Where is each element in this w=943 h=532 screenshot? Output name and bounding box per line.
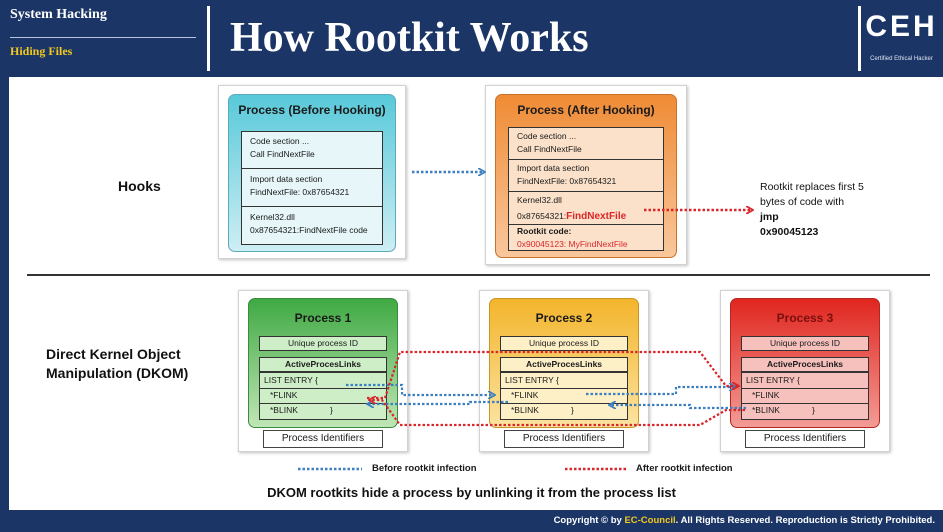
process-3-links: ActiveProcesLinks [741,357,869,372]
category-divider [10,37,196,38]
left-sidebar-stripe [0,77,9,510]
after-kernel-addr: 0x87654321: [517,211,567,221]
process-2-id: Unique process ID [500,336,628,351]
after-code-line-2: Call FindNextFile [517,144,582,154]
after-hooking-title: Process (After Hooking) [517,103,655,117]
before-hooking-box: Process (Before Hooking) Code section ..… [228,94,396,252]
legend-before-label: Before rootkit infection [372,463,477,474]
copyright-suffix: . All Rights Reserved. Reproduction is S… [675,515,935,526]
process-1-blink: *BLINK [270,405,298,415]
before-kernel-line-2: 0x87654321:FindNextFile code [250,225,368,235]
before-code-line-2: Call FindNextFile [250,149,315,159]
hook-note-line-4: 0x90045123 [760,226,819,238]
footer-bar: Copyright © by EC-Council. All Rights Re… [0,510,943,532]
process-2-box: Process 2 Unique process ID ActiveProces… [489,298,639,428]
process-1-entry: LIST ENTRY { [264,375,318,385]
process-1-flink: *FLINK [270,390,298,400]
before-sep-2 [242,206,382,207]
copyright-text: Copyright © by EC-Council. All Rights Re… [554,515,935,526]
ec-council-brand: EC-Council [624,515,676,526]
process-1-list-entry: LIST ENTRY { *FLINK *BLINK } [259,372,387,420]
process-2-list-entry: LIST ENTRY { *FLINK *BLINK } [500,372,628,420]
process-3-id: Unique process ID [741,336,869,351]
process-2-close: } [571,405,574,415]
dkom-label: Direct Kernel Object Manipulation (DKOM) [46,345,188,383]
process-3-box: Process 3 Unique process ID ActiveProces… [730,298,880,428]
process-3-identifiers: Process Identifiers [745,430,865,448]
hook-note-line-3: jmp [760,211,779,223]
red-bypass-flink [367,350,738,400]
after-code-line-1: Code section ... [517,131,577,141]
before-sections: Code section ... Call FindNextFile Impor… [241,131,383,245]
process-2-flink: *FLINK [511,390,539,400]
process-2-row-sep-2 [501,403,627,404]
before-code-line-1: Code section ... [250,136,310,146]
process-2-entry: LIST ENTRY { [505,375,559,385]
process-3-row-sep-1 [742,388,868,389]
blue-blink-3-to-2 [610,405,746,410]
legend-after-label: After rootkit infection [636,463,733,474]
dkom-label-line-1: Direct Kernel Object [46,346,181,362]
before-kernel-line-1: Kernel32.dll [250,212,295,222]
after-sep-3 [509,224,663,225]
before-sep-1 [242,168,382,169]
hooks-label: Hooks [118,178,161,194]
after-import-line-1: Import data section [517,163,590,173]
process-2-title: Process 2 [535,311,593,325]
after-hooking-box: Process (After Hooking) Code section ...… [495,94,677,258]
process-3-title: Process 3 [776,311,834,325]
after-sep-2 [509,191,663,192]
after-sep-1 [509,159,663,160]
section-divider [27,274,930,276]
process-1-row-sep-1 [260,388,386,389]
process-3-entry: LIST ENTRY { [746,375,800,385]
process-1-title: Process 1 [294,311,352,325]
process-3-blink: *BLINK [752,405,780,415]
process-1-close: } [330,405,333,415]
process-2-row-sep-1 [501,388,627,389]
process-2-identifiers: Process Identifiers [504,430,624,448]
logo-letters: CEH [865,10,938,43]
process-1-identifiers: Process Identifiers [263,430,383,448]
rootkit-code-value: 0x90045123: MyFindNextFile [517,239,628,249]
category-label: System Hacking [10,7,107,22]
after-kernel-func: FindNextFile [566,211,627,222]
process-2-blink: *BLINK [511,405,539,415]
rootkit-code-label: Rootkit code: [517,226,572,236]
copyright-prefix: Copyright © by [553,515,622,526]
after-import-line-2: FindNextFile: 0x87654321 [517,176,617,186]
before-import-line-1: Import data section [250,174,323,184]
slide-title: How Rootkit Works [230,15,589,61]
before-import-line-2: FindNextFile: 0x87654321 [250,187,350,197]
blue-blink-2-to-1 [368,402,508,404]
after-sections: Code section ... Call FindNextFile Impor… [508,127,664,251]
header-divider-right [858,6,861,71]
before-hooking-title: Process (Before Hooking) [238,103,386,117]
logo-subtitle: Certified Ethical Hacker [870,56,933,62]
header-divider-left [207,6,210,71]
ceh-logo: CEH Certified Ethical Hacker [864,6,939,71]
process-3-flink: *FLINK [752,390,780,400]
process-3-close: } [812,405,815,415]
after-kernel-addr-row: 0x87654321:FindNextFile [517,210,626,223]
header-category-panel: System Hacking Hiding Files [0,0,207,77]
process-1-id: Unique process ID [259,336,387,351]
hook-note-line-1: Rootkit replaces first 5 [760,181,864,193]
process-1-links: ActiveProcesLinks [259,357,387,372]
subcategory-label: Hiding Files [10,44,73,58]
after-kernel-name: Kernel32.dll [517,195,562,205]
process-3-list-entry: LIST ENTRY { *FLINK *BLINK } [741,372,869,420]
dkom-label-line-2: Manipulation (DKOM) [46,365,189,381]
hook-note-line-2: bytes of code with [760,196,845,208]
blue-flink-2-to-3 [586,387,735,396]
process-3-row-sep-2 [742,403,868,404]
blue-flink-1-to-2 [346,383,494,395]
process-2-links: ActiveProcesLinks [500,357,628,372]
hook-note: Rootkit replaces first 5 bytes of code w… [760,180,864,240]
process-1-row-sep-2 [260,403,386,404]
red-bypass-blink [370,400,745,427]
dkom-caption: DKOM rootkits hide a process by unlinkin… [267,485,676,500]
